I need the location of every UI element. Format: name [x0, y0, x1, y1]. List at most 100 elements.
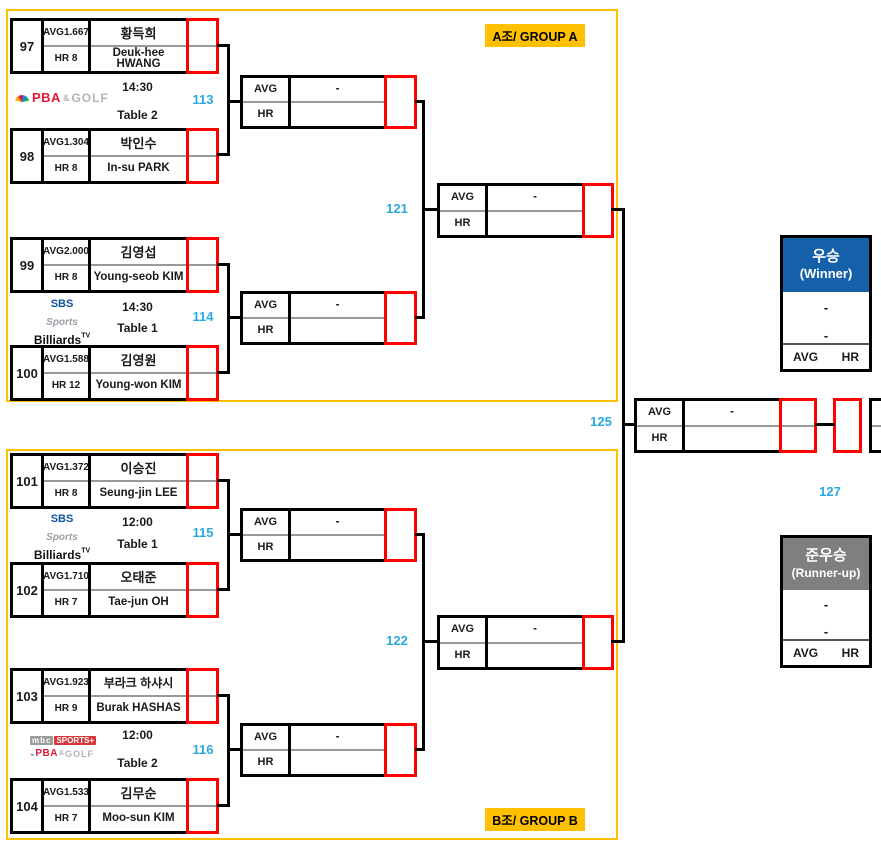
score-placeholder: -	[291, 511, 384, 536]
billiards-wordmark: Billiards	[33, 332, 82, 347]
connector-line	[217, 263, 230, 266]
player-stats: AVG1.667 HR 8	[43, 21, 91, 71]
match-time: 12:00	[122, 728, 153, 742]
player-name-kr: 김영섭	[91, 240, 186, 266]
player-name-en: Seung-jin LEE	[99, 487, 178, 500]
player-stats: AVG1.710 HR 7	[43, 565, 91, 615]
score-placeholder: -	[685, 401, 779, 427]
golf-wordmark: GOLF	[71, 90, 109, 105]
connector-line	[217, 153, 230, 156]
runner-up-body: - -	[783, 590, 869, 639]
tab-divider	[189, 805, 216, 807]
player-name-kr: 김영원	[91, 348, 186, 374]
player-name-en: Burak HASHAS	[96, 702, 181, 715]
group-b-border	[6, 449, 618, 840]
score-empty	[291, 751, 384, 774]
player-name-en: In-su PARK	[107, 162, 170, 175]
player-name-kr: 황득희	[91, 21, 186, 47]
player-names: 김영원 Young-won KIM	[91, 348, 186, 398]
connector-line	[415, 748, 425, 751]
group-b-header: B조/ GROUP B	[485, 808, 585, 831]
player-box-99: 99 AVG2.000 HR 8 김영섭 Young-seob KIM	[10, 237, 189, 293]
player-name-en: Tae-jun OH	[108, 596, 169, 609]
player-names: 부라크 하샤시 Burak HASHAS	[91, 671, 186, 721]
connector-line	[230, 533, 240, 536]
score-placeholder: -	[291, 294, 384, 319]
player-avg: AVG1.667	[43, 21, 89, 47]
match-number-127: 127	[819, 484, 841, 499]
group-a-border	[6, 9, 618, 402]
player-hr: HR 7	[54, 813, 78, 824]
match-number-114: 114	[192, 309, 214, 324]
connector-line	[217, 479, 230, 482]
connector-line	[625, 423, 634, 426]
runner-up-hr-label: HR	[841, 646, 859, 660]
player-number: 102	[13, 565, 44, 615]
score-placeholder: -	[291, 726, 384, 751]
connector-line	[425, 640, 437, 643]
connector-line	[230, 748, 240, 751]
player-number: 97	[13, 21, 44, 71]
golf-wordmark: GOLF	[65, 748, 94, 759]
match-time: 14:30	[122, 80, 153, 94]
winner-body: - -	[783, 292, 869, 343]
score-empty	[291, 103, 384, 126]
advance-tab	[186, 345, 219, 401]
avg-label: AVG	[243, 294, 288, 319]
avg-label: AVG	[440, 186, 485, 212]
ampersand: &	[58, 749, 64, 757]
player-names: 김무순 Moo-sun KIM	[91, 781, 186, 831]
player-name-en: Young-won KIM	[95, 379, 182, 392]
connector-line	[611, 640, 624, 643]
tab-divider	[189, 695, 216, 697]
grand-final-advance-tab	[833, 398, 862, 453]
runner-up-score-placeholder: -	[823, 624, 829, 639]
player-hr: HR 8	[54, 488, 78, 499]
match-table: Table 1	[117, 537, 158, 551]
player-avg: AVG1.923	[43, 671, 89, 697]
hr-label: HR	[454, 216, 471, 229]
match-number-122: 122	[386, 633, 408, 648]
score-placeholder: -	[291, 78, 384, 103]
player-names: 김영섭 Young-seob KIM	[91, 240, 186, 290]
advance-tab	[582, 615, 614, 670]
player-hr: HR 8	[54, 53, 78, 64]
runner-up-avg-label: AVG	[793, 646, 819, 660]
advance-tab	[186, 778, 219, 834]
advance-tab	[186, 562, 219, 618]
connector-line	[230, 316, 240, 319]
player-box-102: 102 AVG1.710 HR 7 오태준 Tae-jun OH	[10, 562, 189, 618]
tab-divider	[189, 589, 216, 591]
tab-divider	[782, 424, 814, 427]
tab-divider	[189, 45, 216, 47]
player-names: 황득희 Deuk-hee HWANG	[91, 21, 186, 71]
hr-label: HR	[257, 108, 274, 120]
winner-score-placeholder: -	[823, 328, 829, 343]
connector-line	[217, 694, 230, 697]
match-number-121: 121	[386, 201, 408, 216]
winner-title-en: (Winner)	[799, 266, 853, 282]
player-stats: AVG1.372 HR 8	[43, 456, 91, 506]
pba-golf-logo: PBA&GOLF	[14, 90, 109, 105]
player-avg: AVG1.533	[43, 781, 89, 807]
winner-avg-label: AVG	[793, 350, 819, 364]
hr-label: HR	[257, 541, 274, 553]
connector-line	[422, 100, 425, 319]
sbs-wordmark: SBS	[50, 298, 74, 310]
runner-up-title-kr: 준우승	[805, 547, 847, 565]
match-table: Table 2	[117, 756, 158, 770]
player-stats: AVG1.588 HR 12	[43, 348, 91, 398]
pba-wordmark: PBA	[35, 748, 58, 760]
advance-tab	[384, 75, 417, 129]
player-box-98: 98 AVG1.304 HR 8 박인수 In-su PARK	[10, 128, 189, 184]
runner-up-name-placeholder: -	[823, 597, 829, 612]
advance-tab	[779, 398, 817, 453]
tab-divider	[189, 264, 216, 266]
runner-up-title-en: (Runner-up)	[791, 565, 861, 580]
runner-up-footer: AVG HR	[783, 639, 869, 665]
player-box-104: 104 AVG1.533 HR 7 김무순 Moo-sun KIM	[10, 778, 189, 834]
